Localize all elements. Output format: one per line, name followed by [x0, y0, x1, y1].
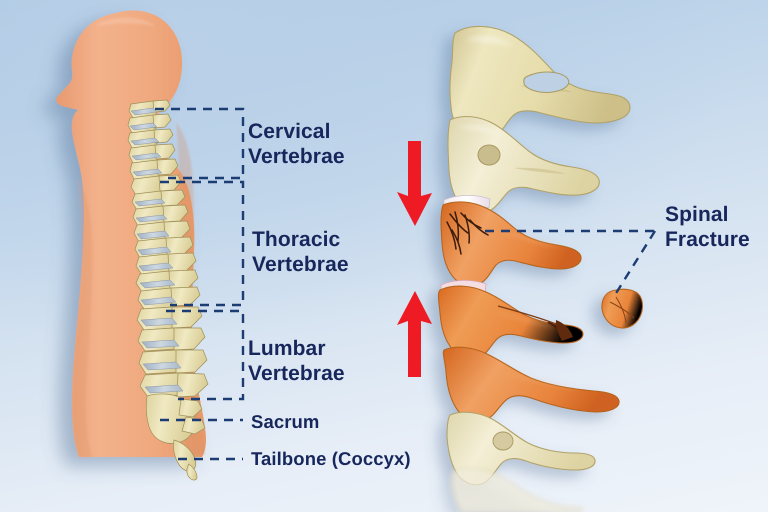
label-tailbone-coccyx: Tailbone (Coccyx) — [251, 448, 411, 469]
thoracic-segment — [131, 189, 201, 310]
compression-arrow-up — [397, 291, 432, 377]
label-spinal-fracture: Spinal Fracture — [665, 203, 750, 251]
sacrum-coccyx-segment — [145, 393, 206, 481]
vertebra-healthy-2 — [447, 115, 600, 214]
label-lumbar-vertebrae: Lumbar Vertebrae — [248, 337, 345, 385]
vertebra-fractured — [437, 285, 584, 360]
compression-arrow-down — [397, 141, 432, 226]
lumbar-segment — [136, 306, 209, 398]
bracket-lumbar — [166, 309, 245, 401]
label-sacrum: Sacrum — [251, 411, 320, 432]
cervical-segment — [127, 99, 182, 196]
vertebrae-stack — [437, 25, 643, 512]
spinal-column — [127, 99, 209, 481]
bracket-cervical — [155, 107, 245, 180]
bracket-thoracic — [160, 180, 245, 307]
leader-fracture-diagonal — [611, 230, 657, 299]
bone-fragment-detached — [601, 288, 643, 329]
vertebra-bottom-faded — [451, 467, 583, 512]
vertebra-inflamed-1 — [440, 201, 582, 287]
vertebra-inflamed-2 — [442, 346, 620, 423]
fracture-crack-lines — [446, 211, 489, 255]
label-cervical-vertebrae: Cervical Vertebrae — [248, 120, 345, 168]
label-thoracic-vertebrae: Thoracic Vertebrae — [252, 228, 349, 276]
vertebra-healthy-1 — [449, 25, 631, 140]
